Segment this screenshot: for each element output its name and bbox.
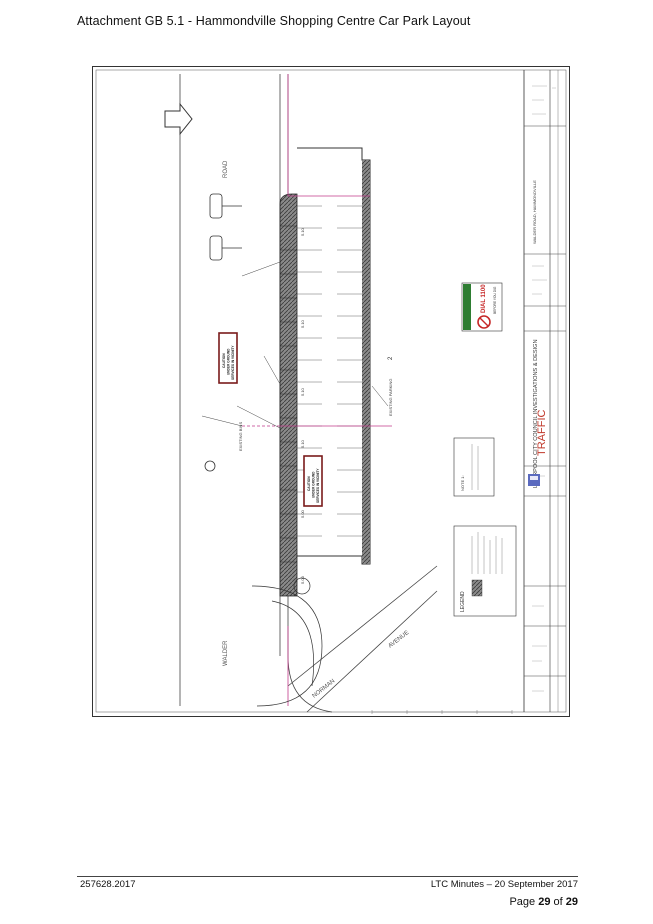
existing-bins-label: EXISTING BINS bbox=[238, 422, 243, 451]
dimension-label: 5.10 bbox=[300, 319, 305, 328]
dial-sign-number: DIAL 1100 bbox=[481, 284, 487, 313]
page-prefix: Page bbox=[509, 896, 539, 908]
building-outline bbox=[297, 147, 371, 565]
car-park-layout-drawing: LIVERPOOL CITY COUNCIL INVESTIGATIONS & … bbox=[92, 66, 570, 717]
warning-sign-1: CAUTION UNDER GROUND SERVICES IN VICINIT… bbox=[218, 332, 238, 384]
warning-sign-line: UNDER GROUND bbox=[312, 471, 316, 498]
page-header-title: Attachment GB 5.1 - Hammondville Shoppin… bbox=[77, 14, 471, 28]
warning-sign-line: SERVICES IN VICINITY bbox=[231, 345, 235, 380]
traffic-section-label: TRAFFIC bbox=[536, 410, 548, 456]
warning-sign-line: UNDER GROUND bbox=[227, 348, 231, 375]
avenue-label: AVENUE bbox=[388, 630, 411, 650]
dial-before-you-dig-sign: DIAL 1100 BEFORE YOU DIG bbox=[461, 282, 503, 332]
notes-title: NOTE 1: bbox=[460, 475, 465, 491]
dimension-label: 5.10 bbox=[300, 387, 305, 396]
council-title: LIVERPOOL CITY COUNCIL INVESTIGATIONS & … bbox=[533, 339, 539, 488]
service-lines bbox=[242, 74, 392, 706]
drawing-border bbox=[92, 66, 570, 717]
existing-trees bbox=[204, 193, 242, 472]
roundabout-kerb bbox=[251, 577, 323, 707]
warning-sign-line: CAUTION bbox=[307, 476, 311, 491]
dimension-labels: 5.10 5.10 5.10 5.10 5.00 5.00 bbox=[300, 227, 305, 584]
dial-sign-caption: BEFORE YOU DIG bbox=[493, 286, 497, 314]
warning-sign-line: CAUTION bbox=[222, 353, 226, 368]
road-label: ROAD bbox=[223, 160, 229, 178]
warning-sign-2: CAUTION UNDER GROUND SERVICES IN VICINIT… bbox=[303, 455, 323, 507]
project-title: WALDER ROAD, HAMMONDVILLE bbox=[532, 180, 537, 244]
notes-block: NOTE 1: bbox=[453, 437, 495, 497]
page-of: of bbox=[550, 896, 566, 908]
legend-block: LEGEND bbox=[453, 525, 517, 617]
existing-parking-label: EXISTING PARKING bbox=[388, 379, 393, 417]
page-current: 29 bbox=[538, 896, 551, 908]
dimension-label: 5.00 bbox=[300, 575, 305, 584]
dimension-label: 5.00 bbox=[300, 509, 305, 518]
footer-divider bbox=[77, 876, 578, 877]
legend-title: LEGEND bbox=[460, 591, 466, 612]
road-labels: ROAD WALDER AVENUE NORMAN bbox=[223, 160, 410, 700]
walder-label: WALDER bbox=[223, 640, 229, 666]
page-total: 29 bbox=[565, 896, 578, 908]
leader-lines bbox=[201, 261, 389, 429]
north-arrow-icon bbox=[164, 102, 193, 136]
dimension-label: 5.10 bbox=[300, 439, 305, 448]
lcc-logo bbox=[528, 474, 540, 486]
area-number-label: 2 bbox=[388, 356, 394, 360]
warning-sign-line: SERVICES IN VICINITY bbox=[316, 468, 320, 503]
dimension-label: 5.10 bbox=[300, 227, 305, 236]
page-number: Page 29 of 29 bbox=[509, 896, 578, 908]
title-block: LIVERPOOL CITY COUNCIL INVESTIGATIONS & … bbox=[523, 70, 566, 712]
drawing-annotations: EXISTING PARKING EXISTING BINS 2 bbox=[238, 356, 394, 451]
meeting-minutes-label: LTC Minutes – 20 September 2017 bbox=[430, 879, 578, 890]
document-reference: 257628.2017 bbox=[80, 879, 136, 890]
road-boundaries bbox=[179, 74, 438, 713]
hatched-kerb-strip bbox=[279, 193, 298, 597]
bottom-scale-bar bbox=[371, 710, 513, 714]
